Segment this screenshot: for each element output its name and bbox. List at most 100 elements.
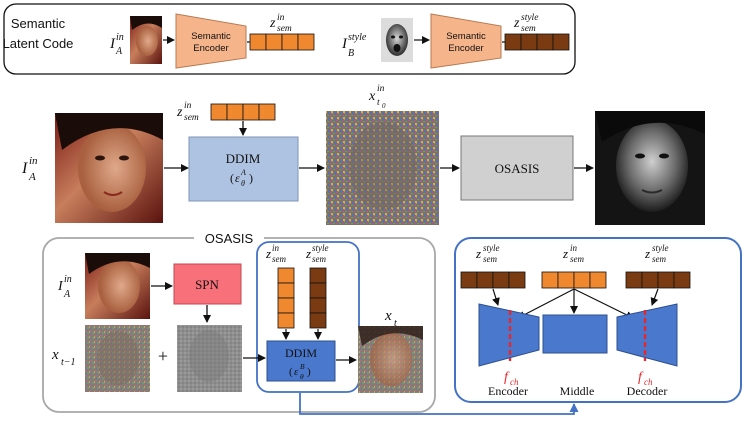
spn-label: SPN bbox=[195, 277, 219, 292]
unet-z-in-latent-mid bbox=[541, 271, 607, 289]
svg-text:z: z bbox=[269, 16, 276, 31]
svg-text:style: style bbox=[652, 243, 669, 253]
top-label-line2: Latent Code bbox=[3, 36, 74, 51]
fch-label-left: f ch bbox=[504, 370, 519, 387]
svg-text:A: A bbox=[115, 46, 123, 57]
encoder-a-line2: Encoder bbox=[193, 43, 228, 54]
ddim-b-label: DDIM bbox=[285, 346, 317, 360]
semantic-latent-code-panel bbox=[3, 3, 576, 75]
svg-text:I: I bbox=[21, 160, 28, 177]
z-style-label-top: z style sem bbox=[513, 13, 538, 34]
osasis-block bbox=[460, 135, 574, 201]
osasis-block-label: OSASIS bbox=[495, 161, 540, 176]
middle-input-image bbox=[55, 113, 163, 223]
z-style-latent-vertical bbox=[309, 267, 327, 329]
ddim-a-block bbox=[188, 136, 299, 202]
svg-text:): ) bbox=[307, 366, 311, 378]
arrow-zstyle-to-encoder bbox=[492, 288, 500, 306]
svg-text:sem: sem bbox=[483, 254, 497, 264]
unet-decoder-label: Decoder bbox=[627, 384, 668, 398]
unet-middle-block bbox=[542, 314, 608, 354]
noise-label: x in t 0 bbox=[368, 84, 386, 110]
svg-text:t: t bbox=[394, 318, 397, 329]
z-style-label-detail: z style sem bbox=[305, 243, 329, 264]
svg-text:A: A bbox=[63, 289, 71, 300]
svg-text:x: x bbox=[51, 347, 59, 363]
z-in-label-detail: z in sem bbox=[265, 243, 286, 264]
svg-text:in: in bbox=[184, 101, 192, 111]
svg-text:f: f bbox=[504, 370, 510, 385]
svg-text:A: A bbox=[240, 168, 246, 177]
svg-text:0: 0 bbox=[382, 102, 386, 110]
svg-text:z: z bbox=[176, 105, 183, 120]
svg-text:style: style bbox=[312, 243, 329, 253]
xt1-image bbox=[85, 325, 150, 392]
detail-input-image bbox=[85, 253, 150, 319]
semantic-encoder-b bbox=[430, 13, 502, 69]
detail-input-label: I A in bbox=[57, 274, 72, 300]
unet-decoder-block bbox=[616, 303, 678, 367]
unet-z-style-label-right: z style sem bbox=[644, 243, 669, 264]
svg-text:I: I bbox=[109, 36, 116, 52]
osasis-title-bg bbox=[194, 230, 264, 246]
ddim-b-sub: ( ε θ B ) bbox=[289, 362, 311, 381]
svg-text:t−1: t−1 bbox=[61, 357, 76, 368]
encoder-b-line2: Encoder bbox=[448, 43, 483, 54]
unet-z-in-label-mid: z in sem bbox=[562, 243, 584, 264]
svg-text:f: f bbox=[638, 370, 644, 385]
svg-text:x: x bbox=[368, 89, 376, 104]
unet-middle-label: Middle bbox=[560, 384, 595, 398]
svg-text:ch: ch bbox=[644, 377, 653, 387]
svg-text:sem: sem bbox=[184, 113, 199, 123]
svg-text:A: A bbox=[28, 171, 36, 183]
z-in-label-middle: z in sem bbox=[176, 101, 199, 123]
middle-input-label: I A in bbox=[21, 155, 38, 183]
spn-block bbox=[173, 263, 242, 305]
fch-label-right: f ch bbox=[638, 370, 653, 387]
svg-text:(: ( bbox=[230, 171, 234, 185]
arrow-zin-to-decoder bbox=[573, 288, 634, 319]
noise-image bbox=[326, 111, 439, 225]
svg-text:sem: sem bbox=[570, 254, 584, 264]
ddim-b-block bbox=[266, 340, 336, 382]
svg-text:style: style bbox=[483, 243, 500, 253]
svg-text:(: ( bbox=[289, 366, 293, 378]
svg-text:B: B bbox=[300, 362, 305, 371]
z-style-latent-top bbox=[504, 33, 570, 51]
encoder-b-line1: Semantic bbox=[446, 31, 486, 42]
svg-text:sem: sem bbox=[277, 24, 292, 34]
svg-text:sem: sem bbox=[312, 254, 326, 264]
unet-z-style-latent-right bbox=[625, 271, 691, 289]
plus-sign: + bbox=[158, 346, 168, 366]
ddim-b-frame bbox=[256, 241, 360, 393]
svg-text:style: style bbox=[521, 13, 538, 23]
svg-text:in: in bbox=[64, 274, 72, 285]
svg-text:sem: sem bbox=[652, 254, 666, 264]
unet-panel bbox=[454, 237, 742, 403]
top-label-line1: Semantic bbox=[11, 16, 66, 31]
input-b-label: I B style bbox=[341, 32, 367, 59]
svg-text:t: t bbox=[377, 98, 380, 108]
svg-text:): ) bbox=[249, 171, 253, 185]
z-in-latent-vertical bbox=[277, 267, 295, 329]
svg-text:in: in bbox=[377, 84, 385, 94]
svg-text:z: z bbox=[265, 246, 271, 261]
encoder-a-line1: Semantic bbox=[191, 31, 231, 42]
svg-text:in: in bbox=[272, 243, 280, 253]
svg-text:B: B bbox=[348, 48, 354, 59]
input-a-thumbnail bbox=[130, 16, 162, 64]
svg-text:ch: ch bbox=[510, 377, 519, 387]
svg-text:z: z bbox=[475, 246, 481, 261]
xt-image bbox=[358, 326, 423, 393]
xt-label: x t bbox=[384, 308, 397, 329]
unet-encoder-label: Encoder bbox=[488, 384, 528, 398]
svg-text:ε: ε bbox=[235, 171, 240, 185]
z-in-label-top: z in sem bbox=[269, 13, 292, 34]
svg-text:style: style bbox=[348, 32, 367, 43]
svg-text:θ: θ bbox=[241, 179, 245, 188]
svg-text:z: z bbox=[644, 246, 650, 261]
z-in-latent-middle bbox=[210, 103, 276, 121]
unet-z-style-label-left: z style sem bbox=[475, 243, 500, 264]
svg-text:in: in bbox=[570, 243, 578, 253]
svg-text:in: in bbox=[116, 32, 124, 43]
